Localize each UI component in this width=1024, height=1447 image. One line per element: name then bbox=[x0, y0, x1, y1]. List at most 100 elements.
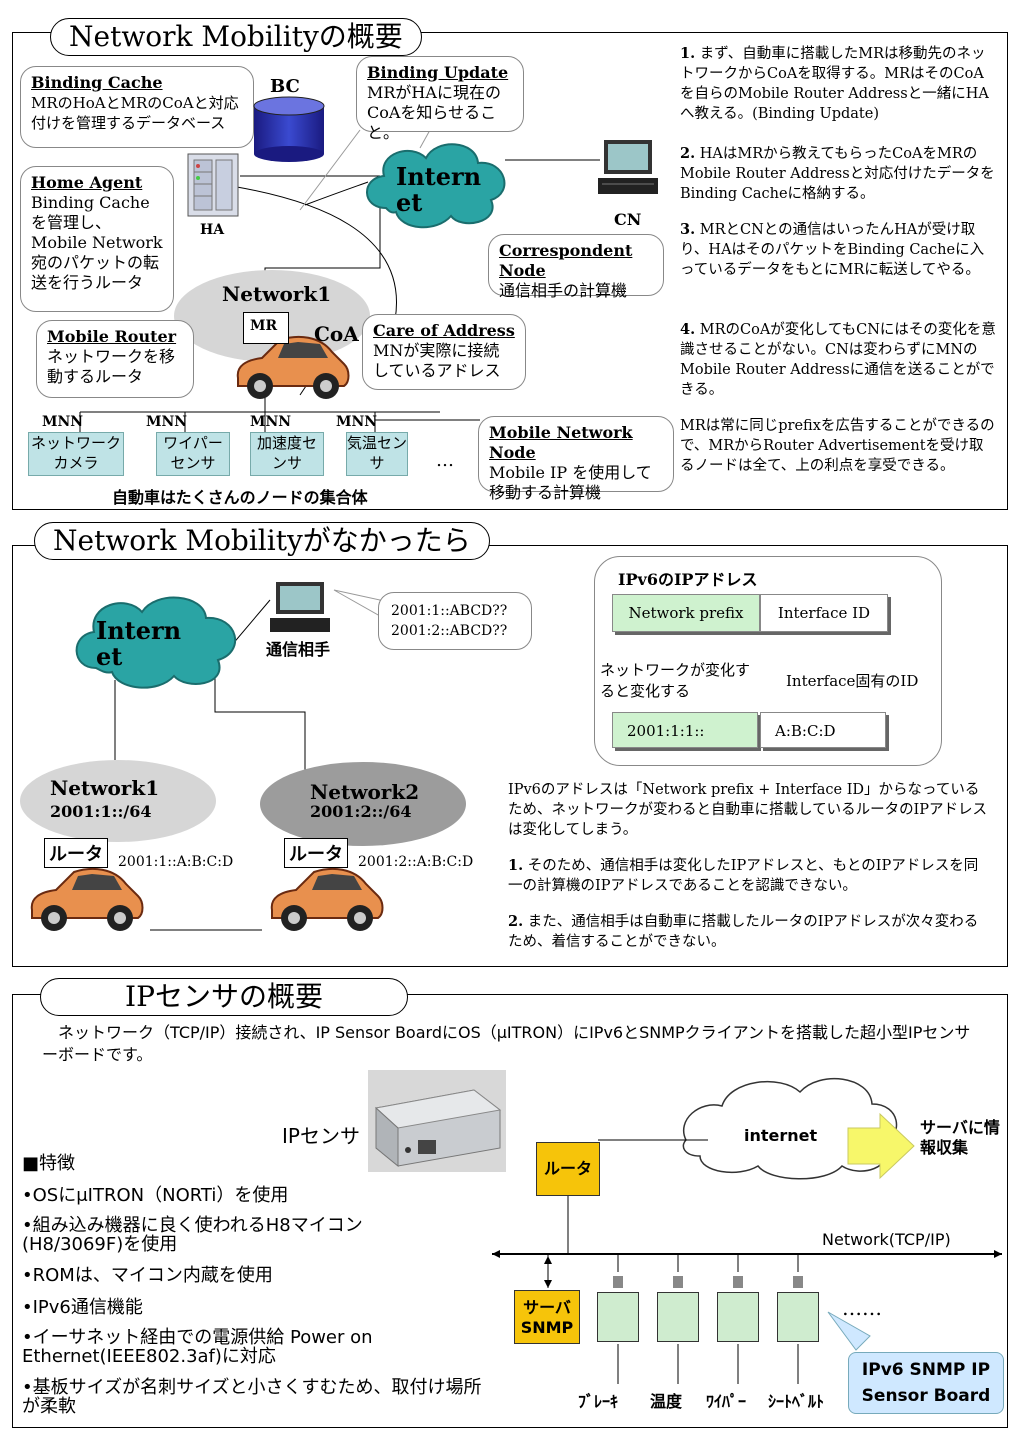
ipv6-explanation: IPv6のアドレスは「Network prefix + Interface ID… bbox=[508, 782, 988, 838]
binding-update-heading: Binding Update bbox=[367, 63, 509, 82]
mobile-router-callout: Mobile Router ネットワークを移動するルータ bbox=[36, 320, 194, 398]
correspondent-node-heading: Correspondent Node bbox=[499, 241, 633, 280]
mnn-label: MNN bbox=[336, 414, 378, 430]
server-rack-icon bbox=[187, 153, 239, 217]
panel3-intro: ネットワーク（TCP/IP）接続され、IP Sensor BoardにOS（μI… bbox=[42, 1023, 971, 1064]
internet-label: Internet bbox=[396, 162, 482, 217]
cn-label: CN bbox=[614, 210, 642, 229]
ipv6-box-title: IPv6のIPアドレス bbox=[618, 570, 758, 589]
mr-box bbox=[243, 312, 289, 344]
node-temperature-sensor: 気温センサ bbox=[346, 432, 408, 476]
sensor-network-diagram-lines bbox=[492, 1078, 1002, 1384]
internet-label: Internet bbox=[96, 616, 182, 671]
mobile-network-node-callout: Mobile Network Node Mobile IP を使用して移動する計… bbox=[478, 416, 674, 502]
binding-cache-text: MRのHoAとMRのCoAと対応付けを管理するデータベース bbox=[31, 94, 239, 132]
peer-address-line: 2001:1::ABCD?? bbox=[391, 603, 508, 619]
panel1-title: Network Mobilityの概要 bbox=[50, 18, 422, 56]
mobile-router-heading: Mobile Router bbox=[47, 327, 177, 346]
network1-ellipse bbox=[20, 760, 216, 842]
sensor-board-label: IPv6 SNMP IP Sensor Board bbox=[848, 1352, 1004, 1414]
coa-label: CoA bbox=[314, 322, 359, 346]
example-iid-cell: A:B:C:D bbox=[760, 712, 886, 748]
router2-label: ルータ bbox=[284, 838, 348, 868]
binding-cache-heading: Binding Cache bbox=[31, 73, 163, 92]
step-number: 1. bbox=[680, 45, 696, 62]
step-number: 2. bbox=[680, 145, 696, 162]
panel2-title: Network Mobilityがなかったら bbox=[34, 522, 490, 560]
point-number: 2. bbox=[508, 913, 524, 930]
internet-cloud-icon bbox=[75, 596, 237, 689]
feature-item: •イーサネット経由での電源供給 Power on Ethernet(IEEE80… bbox=[22, 1327, 373, 1367]
interface-id-note: Interface固有のID bbox=[786, 672, 919, 690]
feature-item: •IPv6通信機能 bbox=[22, 1297, 143, 1318]
correspondent-node-callout: Correspondent Node 通信相手の計算機 bbox=[488, 234, 664, 300]
router1-label: ルータ bbox=[44, 838, 108, 868]
sensor-label-temperature: 温度 bbox=[650, 1392, 683, 1411]
snmp-server-box: サーバSNMP bbox=[514, 1290, 580, 1344]
feature-item: •OSにμITRON（NORTi）を使用 bbox=[22, 1185, 289, 1206]
home-agent-heading: Home Agent bbox=[31, 173, 143, 192]
mnn-label: MNN bbox=[42, 414, 84, 430]
point-text: そのため、通信相手は変化したIPアドレスと、もとのIPアドレスを同一の計算機のI… bbox=[508, 858, 979, 894]
car-icon bbox=[30, 867, 144, 931]
point-text: また、通信相手は自動車に搭載したルータのIPアドレスが次々変わるため、着信するこ… bbox=[508, 914, 979, 950]
panel1-caption: 自動車はたくさんのノードの集合体 bbox=[112, 488, 368, 507]
features-heading: ■特徴 bbox=[22, 1153, 76, 1174]
feature-item: •基板サイズが名刺サイズと小さくすむため、取付け場所が柔軟 bbox=[22, 1377, 482, 1417]
mobile-router-text: ネットワークを移動するルータ bbox=[47, 347, 176, 386]
prefix-note: ネットワークが変化すると変化する bbox=[600, 661, 751, 700]
care-of-address-text: MNが実際に接続しているアドレス bbox=[373, 341, 501, 380]
binding-update-callout: Binding Update MRがHAに現在のCoAを知らせること。 bbox=[356, 56, 524, 142]
ip-sensor-label: IPセンサ bbox=[282, 1124, 360, 1148]
computer-icon bbox=[598, 140, 658, 194]
feature-item: •ROMは、マイコン内蔵を使用 bbox=[22, 1265, 273, 1286]
nodes-ellipsis: … bbox=[436, 450, 454, 471]
care-of-address-callout: Care of Address MNが実際に接続しているアドレス bbox=[362, 314, 526, 390]
network-label: Network(TCP/IP) bbox=[822, 1230, 951, 1249]
step-text: HAはMRから教えてもらったCoAをMRのMobile Router Addre… bbox=[680, 146, 995, 202]
network2-ellipse bbox=[260, 762, 466, 846]
mobile-network-node-text: Mobile IP を使用して移動する計算機 bbox=[489, 463, 652, 502]
interface-id-cell: Interface ID bbox=[760, 594, 888, 632]
sensor-connector bbox=[613, 1276, 623, 1288]
sensor-board bbox=[717, 1292, 759, 1342]
step-text: MRとCNとの通信はいったんHAが受け取り、HAはそのパケットをBinding … bbox=[680, 222, 985, 278]
point-1: 1. そのため、通信相手は変化したIPアドレスと、もとのIPアドレスを同一の計算… bbox=[508, 856, 992, 896]
prefix-note: MRは常に同じprefixを広告することができるので、MRからRouter Ad… bbox=[680, 418, 995, 474]
step-2: 2. HAはMRから教えてもらったCoAをMRのMobile Router Ad… bbox=[680, 144, 996, 204]
panel1-connector-lines bbox=[79, 129, 600, 432]
database-icon bbox=[253, 96, 325, 162]
peer-address-bubble: 2001:1::ABCD?? 2001:2::ABCD?? bbox=[378, 592, 532, 650]
network-prefix-cell: Network prefix bbox=[612, 594, 760, 632]
step-number: 4. bbox=[680, 321, 696, 338]
sensor-connector bbox=[733, 1276, 743, 1288]
ip-sensor-overview-panel bbox=[12, 994, 1008, 1428]
mobile-network-node-heading: Mobile Network Node bbox=[489, 423, 633, 462]
panel3-title: IPセンサの概要 bbox=[40, 978, 408, 1016]
sensor-connector bbox=[673, 1276, 683, 1288]
network2-prefix: 2001:2::/64 bbox=[310, 802, 412, 821]
correspondent-node-text: 通信相手の計算機 bbox=[499, 281, 628, 300]
server-collect-label: サーバに情報収集 bbox=[920, 1118, 1000, 1157]
sensor-board bbox=[657, 1292, 699, 1342]
internet-label: internet bbox=[744, 1126, 818, 1145]
step-number: 3. bbox=[680, 221, 696, 238]
network1-name: Network1 bbox=[50, 776, 160, 800]
car-icon bbox=[270, 867, 384, 931]
example-prefix-cell: 2001:1:1:: bbox=[612, 712, 758, 748]
home-agent-text: Binding Cacheを管理し、Mobile Network宛のパケットの転… bbox=[31, 193, 163, 292]
peer-address-line: 2001:2::ABCD?? bbox=[391, 623, 508, 639]
node-network-camera: ネットワークカメラ bbox=[28, 432, 124, 476]
sensor-label-wiper: ﾜｲﾊﾟｰ bbox=[706, 1392, 747, 1411]
step-4: 4. MRのCoAが変化してもCNにはその変化を意識させることがない。CNは変わ… bbox=[680, 320, 996, 400]
sensor-board bbox=[597, 1292, 639, 1342]
sensor-connector bbox=[793, 1276, 803, 1288]
sensor-board bbox=[777, 1292, 819, 1342]
sensor-label-seatbelt: ｼｰﾄﾍﾞﾙﾄ bbox=[768, 1392, 825, 1411]
step-text: まず、自動車に搭載したMRは移動先のネットワークからCoAを取得する。MRはその… bbox=[680, 46, 989, 122]
ha-label: HA bbox=[200, 222, 225, 238]
router2-address: 2001:2::A:B:C:D bbox=[358, 854, 474, 870]
binding-cache-callout: Binding Cache MRのHoAとMRのCoAと対応付けを管理するデータ… bbox=[20, 66, 254, 148]
network2-name: Network2 bbox=[310, 780, 420, 804]
network1-prefix: 2001:1::/64 bbox=[50, 802, 152, 821]
